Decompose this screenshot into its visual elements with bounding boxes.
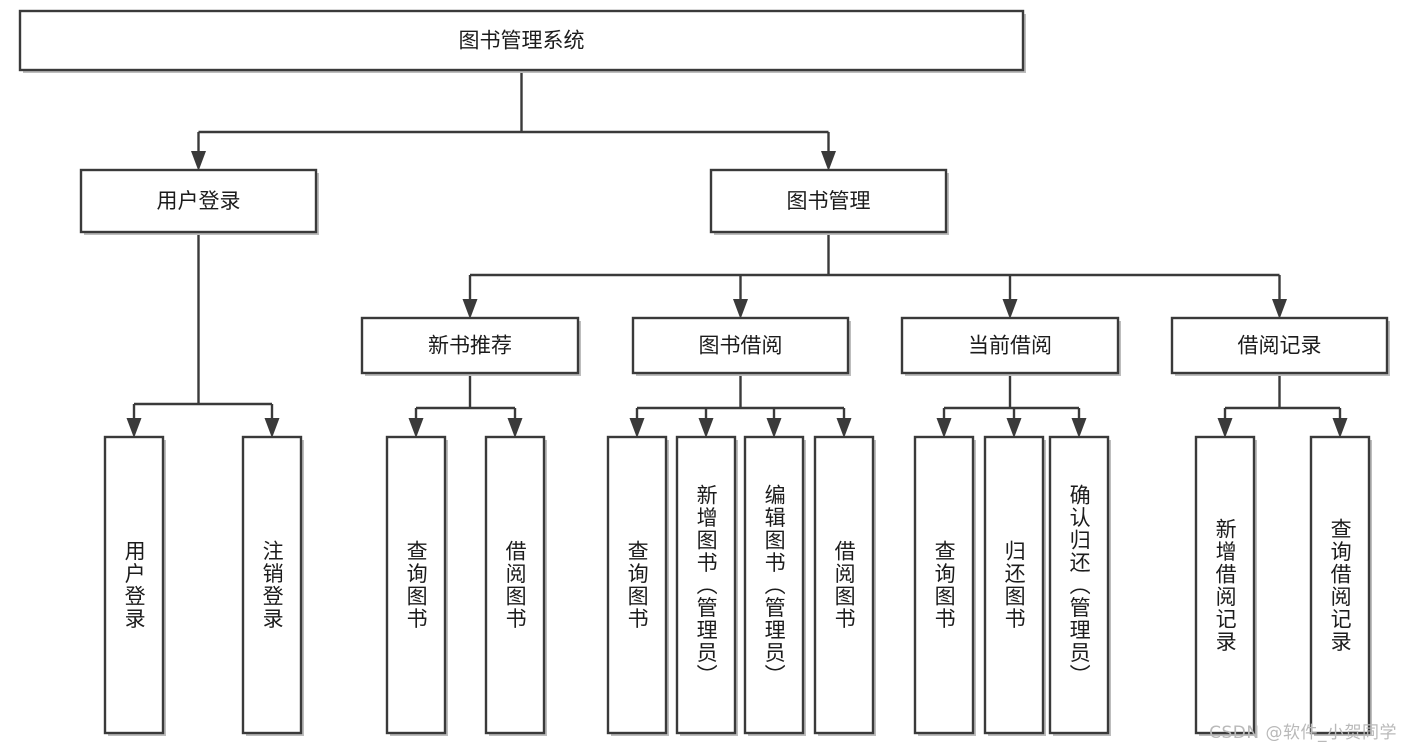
node-box-current-borrow[interactable] (900, 316, 1120, 375)
edge-arrowhead (126, 418, 142, 438)
node-box-leaf-confirm-return[interactable] (1048, 435, 1110, 735)
node-box-leaf-query-book-1[interactable] (385, 435, 447, 735)
edge-arrowhead (629, 418, 645, 438)
edge-arrowhead (821, 151, 836, 171)
node-box-leaf-query-record[interactable] (1309, 435, 1371, 735)
node-box-leaf-borrow-book-2[interactable] (813, 435, 875, 735)
node-label-new-book-rec: 新书推荐 (428, 334, 512, 358)
edge-arrowhead (507, 418, 523, 438)
node-box-new-book-rec[interactable] (360, 316, 580, 375)
edge-arrowhead (462, 299, 478, 319)
edge-arrowhead (836, 418, 852, 438)
node-box-root[interactable] (18, 9, 1025, 72)
edge-group-book-manage (462, 232, 1287, 319)
node-box-leaf-user-login[interactable] (103, 435, 165, 735)
node-box-leaf-borrow-book-1[interactable] (484, 435, 546, 735)
node-box-leaf-add-book[interactable] (675, 435, 737, 735)
node-box-leaf-logout[interactable] (241, 435, 303, 735)
node-label-book-borrow: 图书借阅 (699, 334, 783, 358)
edge-arrowhead (1332, 418, 1348, 438)
node-box-user-login[interactable] (79, 168, 318, 234)
node-box-leaf-query-book-2[interactable] (606, 435, 668, 735)
node-label-root: 图书管理系统 (459, 29, 585, 53)
node-box-borrow-record[interactable] (1170, 316, 1389, 375)
edge-arrowhead (1272, 299, 1287, 319)
node-box-book-borrow[interactable] (631, 316, 850, 375)
node-label-user-login: 用户登录 (157, 189, 241, 213)
edge-arrowhead (264, 418, 280, 438)
edge-arrowhead (936, 418, 952, 438)
edge-group-current-borrow (936, 373, 1087, 438)
edges-layer (126, 70, 1348, 438)
node-label-borrow-record: 借阅记录 (1238, 334, 1322, 358)
edge-arrowhead (766, 418, 782, 438)
edge-group-book-borrow (629, 373, 852, 438)
edge-arrowhead (1002, 299, 1018, 319)
edge-group-borrow-record (1217, 373, 1348, 438)
node-box-leaf-return-book[interactable] (983, 435, 1045, 735)
csdn-watermark: CSDN @软件_小贺同学 (1209, 723, 1397, 743)
node-label-book-manage: 图书管理 (787, 189, 871, 213)
boxes-layer (18, 9, 1390, 736)
edge-arrowhead (698, 418, 714, 438)
edge-group-root (191, 70, 836, 171)
edge-arrowhead (1006, 418, 1022, 438)
node-box-leaf-edit-book[interactable] (743, 435, 805, 735)
edge-arrowhead (1217, 418, 1233, 438)
edge-arrowhead (1071, 418, 1087, 438)
edge-arrowhead (733, 299, 748, 319)
node-box-leaf-add-record[interactable] (1194, 435, 1256, 735)
edge-group-user-login (126, 232, 280, 438)
edge-group-new-book-rec (408, 373, 523, 438)
edge-arrowhead (191, 151, 206, 171)
node-box-book-manage[interactable] (709, 168, 948, 234)
node-box-leaf-query-book-3[interactable] (913, 435, 975, 735)
node-label-current-borrow: 当前借阅 (968, 334, 1052, 358)
edge-arrowhead (408, 418, 424, 438)
